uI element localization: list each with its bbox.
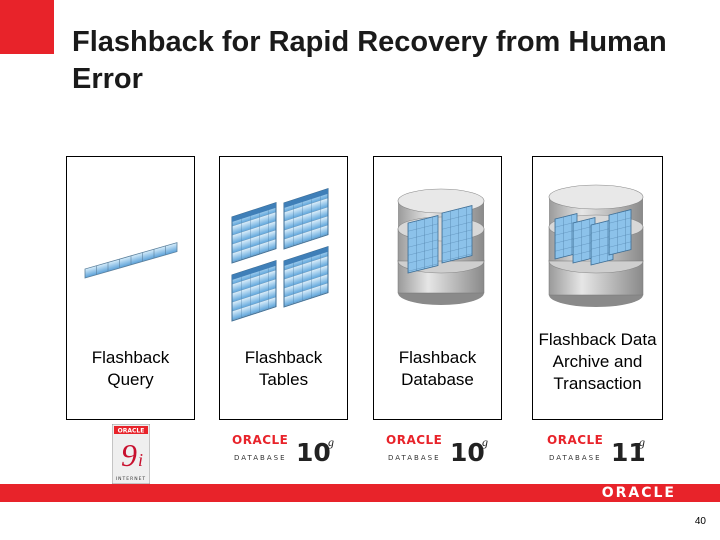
panel-flashback-query: Flashback Query — [66, 156, 195, 420]
svg-text:ORACLE: ORACLE — [547, 433, 603, 447]
row-strip-icon — [84, 242, 178, 279]
svg-text:DATABASE: DATABASE — [234, 454, 287, 462]
svg-text:11: 11 — [611, 438, 646, 466]
footer-bar — [0, 484, 720, 502]
svg-text:DATABASE: DATABASE — [549, 454, 602, 462]
svg-text:i: i — [138, 450, 143, 470]
svg-text:DATABASE: DATABASE — [388, 454, 441, 462]
panel-flashback-data-archive: Flashback Data Archive and Transaction — [532, 156, 663, 420]
red-corner-block — [0, 0, 54, 54]
panel-label: Flashback Tables — [244, 348, 323, 389]
svg-text:10: 10 — [450, 438, 485, 466]
svg-text:ORACLE: ORACLE — [386, 433, 442, 447]
footer-oracle-logo: ORACLE — [601, 485, 676, 501]
tables-grid-icon — [231, 188, 329, 322]
svg-text:INTERNET: INTERNET — [116, 476, 146, 482]
slide-title: Flashback for Rapid Recovery from Human … — [72, 26, 667, 95]
svg-text:9: 9 — [121, 437, 137, 473]
oracle-database-10g-logo: ORACLE DATABASE 10 g — [386, 432, 492, 471]
panel-label: Flashback Query — [91, 348, 170, 389]
svg-text:g: g — [482, 435, 488, 449]
oracle-database-10g-logo: ORACLE DATABASE 10 g — [232, 432, 338, 471]
oracle-9i-logo: ORACLE 9 i INTERNET — [111, 423, 151, 489]
database-archive-icon — [548, 184, 644, 307]
page-number: 40 — [694, 516, 706, 527]
svg-text:g: g — [328, 435, 334, 449]
panel-label: Flashback Data Archive and Transaction — [538, 330, 657, 393]
svg-text:10: 10 — [296, 438, 331, 466]
svg-text:ORACLE: ORACLE — [118, 428, 145, 435]
panel-flashback-database: Flashback Database — [373, 156, 502, 420]
panel-label: Flashback Database — [398, 348, 477, 389]
svg-text:g: g — [639, 435, 645, 449]
database-cylinder-icon — [397, 188, 485, 305]
panel-flashback-tables: Flashback Tables — [219, 156, 348, 420]
oracle-database-11g-logo: ORACLE DATABASE 11 g — [547, 432, 653, 471]
svg-text:ORACLE: ORACLE — [232, 433, 288, 447]
